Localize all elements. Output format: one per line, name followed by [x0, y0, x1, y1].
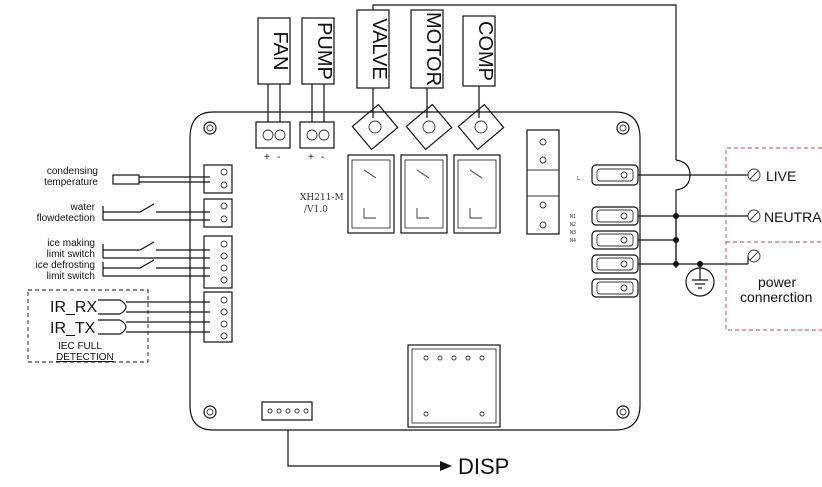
condensing-label-1: condensing: [47, 166, 98, 177]
board-version: /V1.0: [304, 205, 328, 215]
comp-terminal: [457, 103, 505, 151]
load-valve: VALVE: [356, 9, 390, 118]
ice-defrost-switch: ice defrosting limit switch: [36, 259, 210, 282]
terminal-screw-icon: [747, 209, 761, 223]
comp-label: COMP: [474, 21, 496, 81]
ice-making-label-1: ice making: [47, 238, 95, 249]
pump-connector: + -: [299, 121, 335, 163]
fan-connector: + -: [255, 121, 291, 163]
fan-minus: -: [277, 152, 280, 163]
term-l-label: L: [577, 176, 580, 182]
disp-label: DISP: [458, 454, 509, 479]
ice-defrost-label-1: ice defrosting: [36, 260, 95, 271]
motor-label: MOTOR: [422, 12, 444, 86]
relay-3: [453, 154, 501, 234]
term-n2-label: N2: [570, 222, 576, 228]
load-motor: MOTOR: [410, 9, 444, 118]
load-fan: FAN: [257, 17, 291, 122]
terminal-screw-icon: [747, 168, 761, 182]
pump-minus: -: [321, 152, 324, 163]
term-n3-label: N3: [570, 230, 576, 236]
relay-1: [347, 154, 395, 234]
ground-icon: [685, 264, 715, 297]
power-wiring: [638, 174, 749, 297]
board-model: XH211-M: [300, 193, 344, 203]
valve-terminal: [351, 103, 399, 151]
live-label: LIVE: [766, 168, 796, 184]
ice-making-switch: ice making limit switch: [47, 238, 210, 260]
ir-detection: IR_RX IR_TX IEC FULL DETECTION: [27, 289, 210, 363]
fan-plus: +: [264, 152, 270, 163]
pump-label: PUMP: [313, 22, 335, 80]
power-connection-box: LIVE NEUTRA power connerction: [725, 147, 822, 331]
ir-tx-label: IR_TX: [50, 320, 96, 337]
iec-label-1: IEC FULL: [58, 341, 102, 352]
transformer: [407, 344, 501, 428]
left-connectors: [203, 164, 233, 343]
relay-2: [400, 154, 448, 234]
term-n4-label: N4: [570, 238, 576, 244]
iec-label-2: DETECTION: [56, 352, 114, 363]
neutral-label: NEUTRA: [764, 209, 822, 225]
pcb-board: [189, 111, 641, 431]
condensing-sensor: condensing temperature: [44, 166, 210, 188]
water-label-2: flowdetection: [37, 213, 95, 224]
common-wire: [372, 4, 691, 268]
fuse-block: [526, 129, 560, 235]
terminal-screw-icon: [747, 249, 761, 263]
power-label-2: connerction: [740, 289, 812, 305]
condensing-label-2: temperature: [44, 177, 98, 188]
term-n1-label: N1: [570, 214, 576, 220]
water-label-1: water: [70, 202, 96, 213]
fan-label: FAN: [269, 32, 291, 71]
motor-terminal: [405, 103, 453, 151]
valve-label: VALVE: [368, 18, 390, 80]
load-comp: COMP: [462, 15, 496, 118]
ice-making-label-2: limit switch: [47, 249, 95, 260]
load-pump: PUMP: [301, 17, 335, 122]
pump-plus: +: [308, 152, 314, 163]
water-flow-switch: water flowdetection: [37, 202, 210, 224]
power-terminals: L N1 N2 N3 N4: [570, 164, 639, 298]
display-connector: DISP: [261, 401, 509, 479]
ir-rx-label: IR_RX: [50, 299, 97, 316]
ice-defrost-label-2: limit switch: [47, 271, 95, 282]
power-label-1: power: [758, 274, 796, 290]
